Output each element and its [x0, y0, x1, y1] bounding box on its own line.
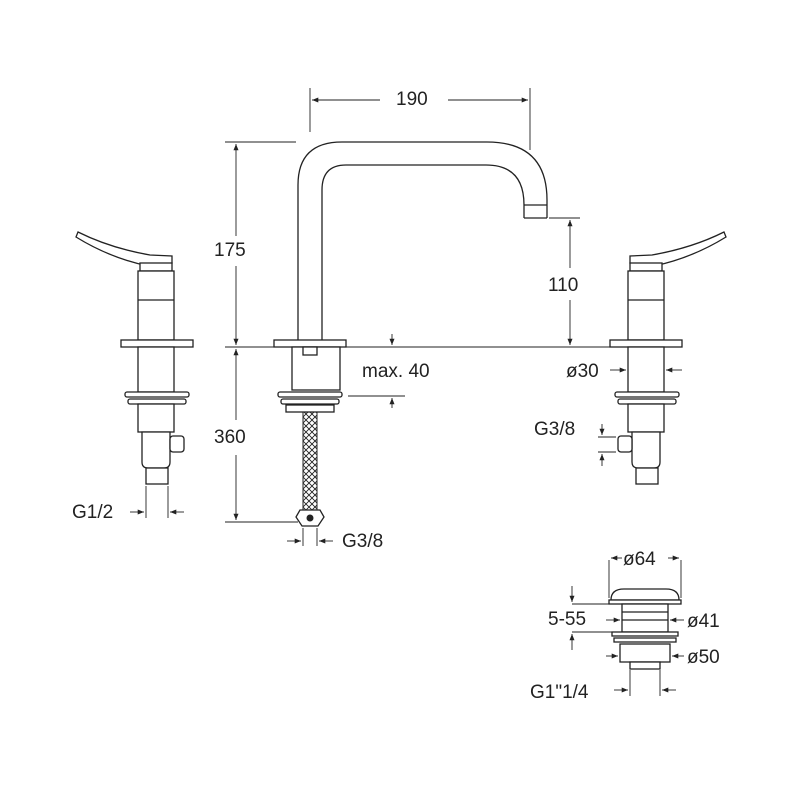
dim-below-deck: 360 [214, 427, 246, 448]
dim-spout-height: 175 [214, 240, 246, 261]
dim-spout-reach: 190 [396, 89, 428, 110]
pop-up-waste [608, 588, 682, 670]
dim-handle-connection: G1/2 [72, 502, 114, 523]
spout [273, 141, 548, 527]
dim-waste-thread: G1"1/4 [530, 682, 589, 703]
left-handle-valve [75, 231, 194, 485]
dimension-lines [130, 88, 684, 696]
dim-outlet-height: 110 [548, 275, 579, 296]
dim-waste-bottom-diameter: ø50 [687, 647, 720, 668]
dim-waste-top-diameter: ø64 [623, 549, 656, 570]
dim-waste-mid-diameter: ø41 [687, 611, 720, 632]
dim-max-deck: max. 40 [362, 361, 430, 382]
dim-waste-range: 5-55 [548, 609, 587, 630]
dim-hose-connection-right: G3/8 [534, 419, 576, 440]
dim-hose-connection-left: G3/8 [342, 531, 384, 552]
right-handle-valve [609, 231, 727, 485]
dim-base-diameter: ø30 [566, 361, 599, 382]
